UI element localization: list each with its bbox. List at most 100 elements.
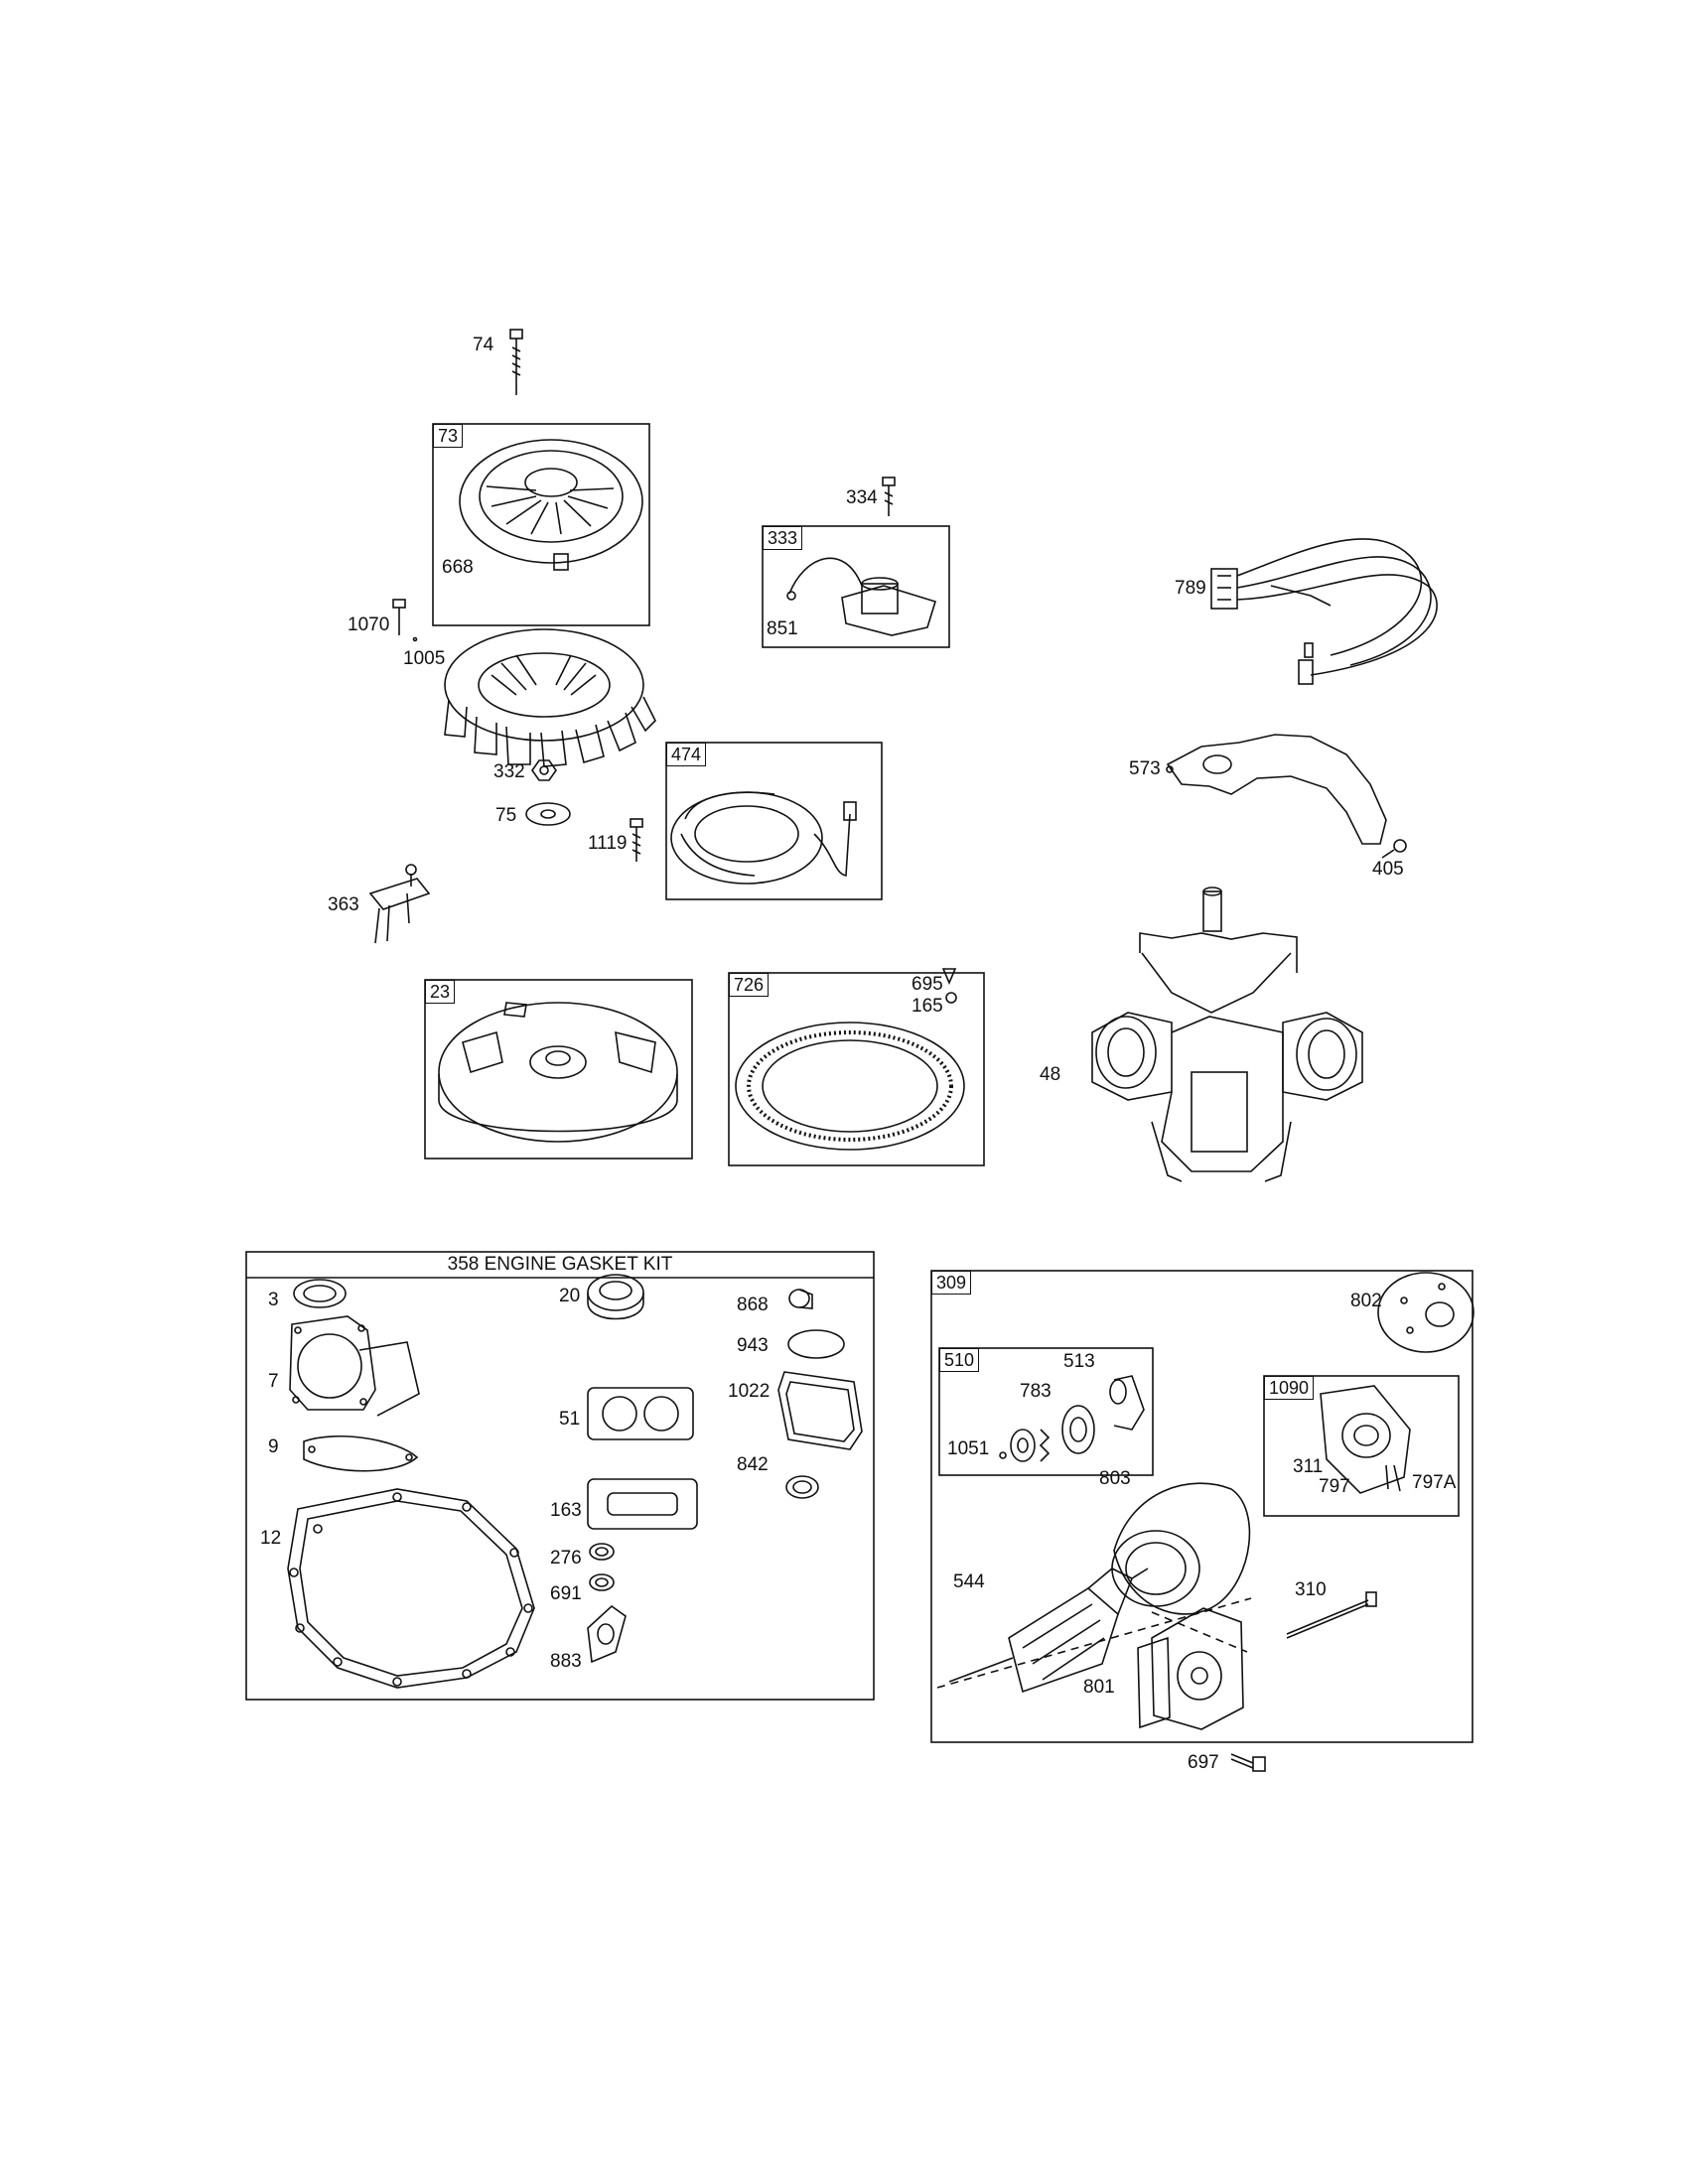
label-7: 7 [268, 1371, 279, 1392]
label-1022: 1022 [728, 1381, 771, 1402]
flywheel-23 [438, 1002, 678, 1143]
ring-gear-726 [735, 1022, 965, 1151]
label-51: 51 [559, 1409, 581, 1430]
label-165: 165 [912, 996, 943, 1017]
screen-73 [459, 439, 643, 571]
oring-276 [589, 1543, 615, 1561]
boxlabel-474: 474 [666, 743, 707, 766]
box-73 [432, 423, 650, 626]
box-726 [728, 972, 985, 1166]
gasket-163 [587, 1478, 698, 1530]
boxlabel-23: 23 [425, 980, 456, 1004]
label-851: 851 [767, 618, 798, 639]
label-789: 789 [1175, 578, 1206, 599]
label-1119: 1119 [588, 833, 628, 854]
boxlabel-333: 333 [763, 526, 803, 550]
label-783: 783 [1020, 1381, 1052, 1402]
label-868: 868 [737, 1295, 769, 1315]
gasket-9 [303, 1435, 419, 1472]
bracket-363 [368, 864, 431, 944]
label-310: 310 [1295, 1579, 1327, 1600]
label-513: 513 [1063, 1351, 1095, 1372]
label-75: 75 [495, 805, 517, 826]
label-311: 311 [1293, 1456, 1324, 1477]
box-1090 [1263, 1375, 1460, 1517]
label-803: 803 [1099, 1468, 1131, 1489]
oring-842 [785, 1475, 819, 1499]
gasket-1022 [777, 1371, 863, 1450]
label-943: 943 [737, 1335, 769, 1356]
gasket-883 [587, 1604, 627, 1664]
label-802: 802 [1350, 1291, 1382, 1311]
pin-695 [941, 968, 957, 986]
crankcase-48 [1091, 887, 1363, 1182]
label-842: 842 [737, 1454, 769, 1475]
label-797: 797 [1319, 1476, 1350, 1497]
armature-544-dash [936, 1597, 1252, 1689]
gasket-7 [289, 1315, 420, 1417]
label-405: 405 [1372, 859, 1404, 880]
seal-3 [293, 1279, 347, 1308]
bolt-74 [509, 329, 523, 395]
coil-333 [786, 557, 936, 636]
endplate-801 [1137, 1607, 1244, 1730]
bolt-310 [1286, 1591, 1377, 1639]
boxlabel-309: 309 [931, 1271, 972, 1295]
bolt-1119 [630, 818, 643, 862]
nut-332-hole [539, 765, 549, 775]
label-883: 883 [550, 1651, 582, 1672]
label-20: 20 [559, 1286, 581, 1306]
brush-holder-1090 [1320, 1385, 1411, 1494]
washer-75-hole [540, 809, 556, 819]
label-1070: 1070 [348, 614, 390, 635]
label-691: 691 [550, 1583, 582, 1604]
label-9: 9 [268, 1436, 279, 1457]
bolt-334 [882, 477, 896, 516]
boxlabel-726: 726 [729, 973, 770, 997]
endcap-802 [1377, 1272, 1474, 1353]
gasket-51 [587, 1387, 694, 1440]
oring-943 [787, 1329, 845, 1359]
spring-1051 [999, 1429, 1051, 1462]
pinion-783 [1061, 1405, 1095, 1454]
label-363: 363 [328, 894, 359, 915]
box-333 [762, 525, 950, 648]
label-163: 163 [550, 1500, 582, 1521]
boxlabel-73: 73 [433, 424, 464, 448]
box-309 [930, 1270, 1474, 1743]
plug-868 [788, 1289, 813, 1309]
seal-20 [587, 1274, 644, 1320]
boxlabel-510: 510 [939, 1348, 980, 1372]
boxlabel-1090: 1090 [1264, 1376, 1315, 1400]
gear-513 [1109, 1375, 1145, 1431]
harness-789 [1210, 538, 1438, 685]
label-1005: 1005 [403, 648, 446, 669]
bolt-697 [1230, 1753, 1266, 1772]
nut-332 [531, 759, 557, 781]
label-12: 12 [260, 1528, 282, 1549]
label-544: 544 [953, 1571, 985, 1592]
plate-573 [1166, 734, 1387, 845]
nut-165 [945, 992, 957, 1004]
label-697: 697 [1188, 1752, 1219, 1773]
label-276: 276 [550, 1548, 582, 1569]
label-797a: 797A [1412, 1472, 1457, 1493]
gasket-12 [287, 1488, 535, 1689]
alternator-474 [670, 791, 857, 885]
gasket-kit-title: 358 ENGINE GASKET KIT [447, 1254, 673, 1275]
label-334: 334 [846, 487, 878, 508]
label-1051: 1051 [947, 1438, 990, 1459]
label-668: 668 [442, 557, 474, 578]
oring-691 [589, 1573, 615, 1591]
box-358-kit [245, 1251, 875, 1701]
label-48: 48 [1040, 1064, 1061, 1085]
housing-803 [1111, 1482, 1251, 1615]
bolt-405 [1381, 839, 1407, 859]
label-801: 801 [1083, 1677, 1115, 1698]
label-695: 695 [912, 974, 943, 995]
armature-544 [948, 1568, 1149, 1694]
washer-75 [525, 802, 571, 826]
box-23 [424, 979, 693, 1160]
label-573: 573 [1129, 758, 1161, 779]
